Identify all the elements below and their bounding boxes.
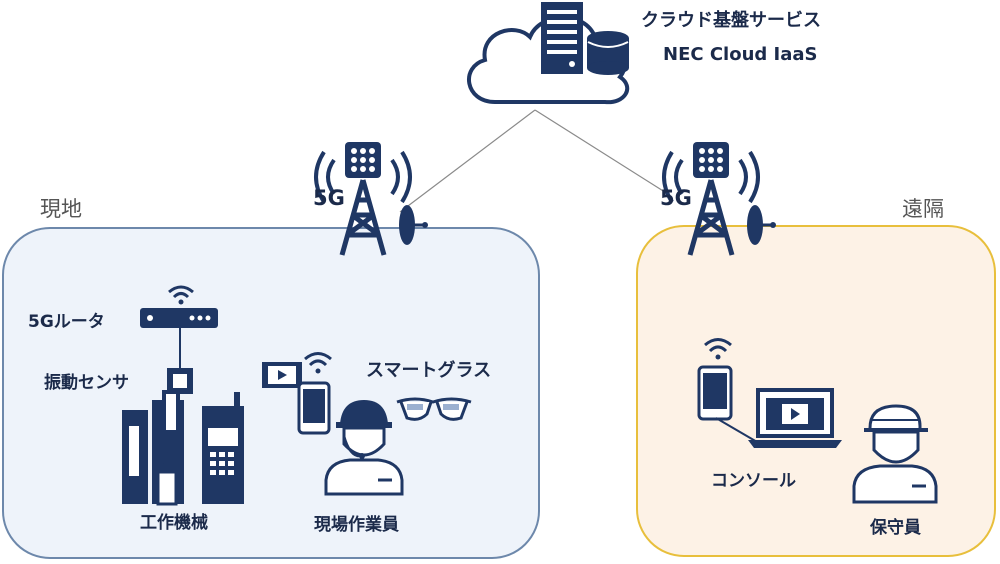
site-region-panel	[2, 227, 540, 559]
remote-region-title: 遠隔	[902, 197, 944, 221]
smart-glasses-label: スマートグラス	[366, 360, 492, 381]
router-sensor-link	[179, 328, 181, 370]
smartphone-icon	[297, 381, 331, 435]
wifi-icon	[304, 352, 332, 374]
smartphone-icon	[697, 365, 733, 421]
remote-5g-label: 5G	[660, 186, 692, 210]
wifi-icon	[704, 338, 732, 360]
wifi-icon	[168, 285, 194, 305]
router-label: 5Gルータ	[28, 312, 105, 332]
laptop-icon	[748, 388, 842, 448]
machine-tool-icon	[122, 390, 244, 506]
cloud-title-line1: クラウド基盤サービス	[641, 10, 821, 31]
maintenance-staff-icon	[852, 404, 938, 504]
vibration-sensor-icon	[167, 368, 193, 394]
site-5g-tower-icon	[314, 142, 428, 256]
maintenance-staff-label: 保守員	[870, 518, 921, 538]
remote-5g-tower-icon	[662, 142, 776, 256]
router-icon	[140, 308, 218, 328]
field-worker-label: 現場作業員	[314, 515, 399, 535]
site-5g-label: 5G	[313, 186, 345, 210]
console-label: コンソール	[711, 471, 796, 491]
database-icon	[587, 31, 629, 75]
server-icon	[541, 2, 583, 74]
smart-glasses-icon	[396, 397, 472, 421]
field-worker-icon	[324, 400, 404, 496]
video-icon	[262, 362, 302, 388]
machine-tool-label: 工作機械	[140, 513, 208, 533]
vibration-sensor-label: 振動センサ	[44, 373, 129, 393]
cloud-title-line2: NEC Cloud IaaS	[663, 44, 818, 65]
site-region-title: 現地	[40, 197, 82, 221]
